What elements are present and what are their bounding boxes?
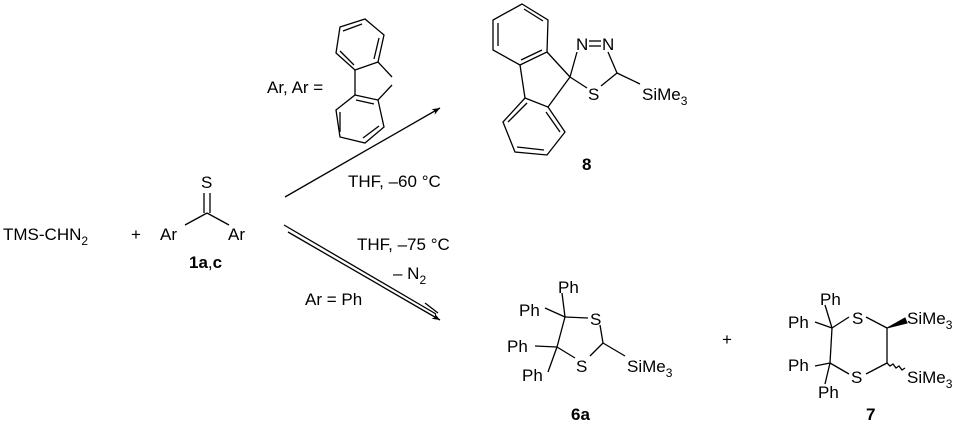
lower-conditions: THF, –75 °C xyxy=(357,235,450,254)
sulfur-atom-top: S xyxy=(852,309,863,328)
phenyl-bottom: Ph xyxy=(818,383,839,402)
trimethylsilyl-group-wedge: SiMe3 xyxy=(907,309,953,332)
phenyl-upper-left: Ph xyxy=(519,301,540,320)
sulfur-atom-top: S xyxy=(590,310,601,329)
ar-ar-definition-label: Ar, Ar = xyxy=(267,78,323,97)
label-c: c xyxy=(213,253,222,272)
sime-subscript: 3 xyxy=(681,94,688,108)
nitrogen-loss-subscript: 2 xyxy=(419,273,426,287)
sime-subscript: 3 xyxy=(946,318,953,332)
product-plus-sign: + xyxy=(722,330,732,349)
reaction-arrow-upper xyxy=(284,107,441,198)
label-separator: , xyxy=(208,253,213,272)
product-7-dithiane: Ph Ph Ph Ph S S SiMe3 SiMe3 7 xyxy=(788,290,953,424)
sulfur-atom-bottom: S xyxy=(576,357,587,376)
phenyl-lower-left: Ph xyxy=(507,337,528,356)
reagent-text: TMS-CHN xyxy=(3,225,81,244)
aryl-left: Ar xyxy=(160,225,177,244)
upper-conditions: THF, –60 °C xyxy=(348,172,441,191)
phenyl-bottom: Ph xyxy=(522,366,543,385)
sulfur-atom-bottom: S xyxy=(851,368,862,387)
nitrogen-loss: – N2 xyxy=(393,264,426,287)
compound-label-1a: 1a,c xyxy=(189,253,222,272)
sime-text: SiMe xyxy=(907,309,946,328)
fluorenylidene-definition: Ar, Ar = xyxy=(267,18,393,144)
sulfur-atom: S xyxy=(201,173,212,192)
reagent-subscript: 2 xyxy=(81,234,88,248)
sime-text: SiMe xyxy=(642,85,681,104)
compound-label-8: 8 xyxy=(582,155,591,174)
reagent-tms-chn2: TMS-CHN2 xyxy=(3,225,88,248)
sulfur-atom: S xyxy=(588,85,599,104)
product-8-spiro-thiadiazoline: N N S SiMe3 8 xyxy=(492,3,688,174)
phenyl-upper-left: Ph xyxy=(788,313,809,332)
reaction-arrow-lower-double xyxy=(283,224,441,321)
sime-subscript: 3 xyxy=(946,377,953,391)
phenyl-top: Ph xyxy=(558,278,579,297)
ar-ph-definition: Ar = Ph xyxy=(305,290,362,309)
compound-label-7: 7 xyxy=(866,405,875,424)
aryl-right: Ar xyxy=(228,225,245,244)
phenyl-lower-left: Ph xyxy=(788,356,809,375)
nitrogen-atom-2: N xyxy=(602,35,614,54)
sime-text: SiMe xyxy=(627,357,666,376)
thioketone-1ac: S Ar Ar 1a,c xyxy=(160,173,245,272)
label-1a: 1a xyxy=(189,253,208,272)
trimethylsilyl-group-wavy: SiMe3 xyxy=(907,368,953,391)
phenyl-top: Ph xyxy=(820,290,841,309)
nitrogen-atom-1: N xyxy=(576,35,588,54)
sime-text: SiMe xyxy=(907,368,946,387)
compound-label-6a: 6a xyxy=(571,405,590,424)
trimethylsilyl-group: SiMe3 xyxy=(627,357,673,380)
nitrogen-loss-text: – N xyxy=(393,264,419,283)
trimethylsilyl-group: SiMe3 xyxy=(642,85,688,108)
plus-sign: + xyxy=(131,225,141,244)
svg-text:TMS-CHN2: TMS-CHN2 xyxy=(3,225,88,248)
sime-subscript: 3 xyxy=(666,366,673,380)
product-6a-dithiolane: Ph Ph Ph Ph S S SiMe3 6a xyxy=(507,278,673,424)
